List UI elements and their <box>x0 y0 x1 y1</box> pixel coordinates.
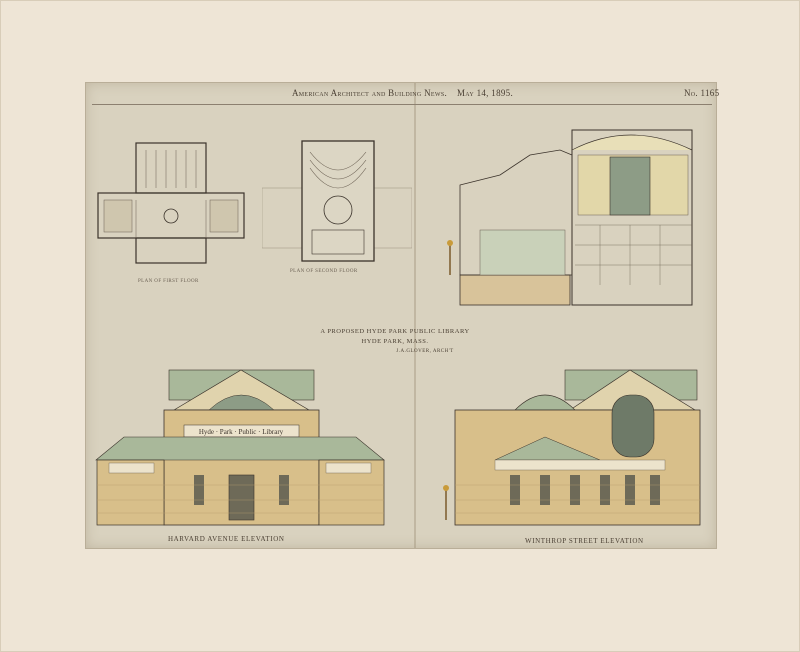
building-section <box>447 129 693 306</box>
harvard-avenue-elevation: Hyde · Park · Public · Library <box>95 369 385 526</box>
publication-date: May 14, 1895. <box>457 88 514 98</box>
center-fold <box>414 83 416 548</box>
first-floor-plan <box>97 142 245 264</box>
second-floor-plan <box>262 140 412 262</box>
title-block: A Proposed Hyde Park Public Library Hyde… <box>320 327 470 357</box>
frieze-text: Hyde · Park · Public · Library <box>199 428 284 436</box>
architect: J.A.Glover, Arch't <box>396 349 454 354</box>
winthrop-street-elevation <box>443 369 701 526</box>
issue-number: No. 1165 <box>684 88 720 98</box>
second-floor-label: Plan of Second Floor <box>290 269 358 274</box>
title-line-2: Hyde Park, Mass. <box>361 338 429 345</box>
publication-title: American Architect and Building News. <box>292 88 448 98</box>
winthrop-elevation-caption: Winthrop Street Elevation <box>525 537 644 545</box>
harvard-elevation-caption: Harvard Avenue Elevation <box>168 535 285 543</box>
header-rule <box>92 104 712 105</box>
title-line-1: A Proposed Hyde Park Public Library <box>320 328 470 335</box>
first-floor-label: Plan of First Floor <box>138 279 199 284</box>
